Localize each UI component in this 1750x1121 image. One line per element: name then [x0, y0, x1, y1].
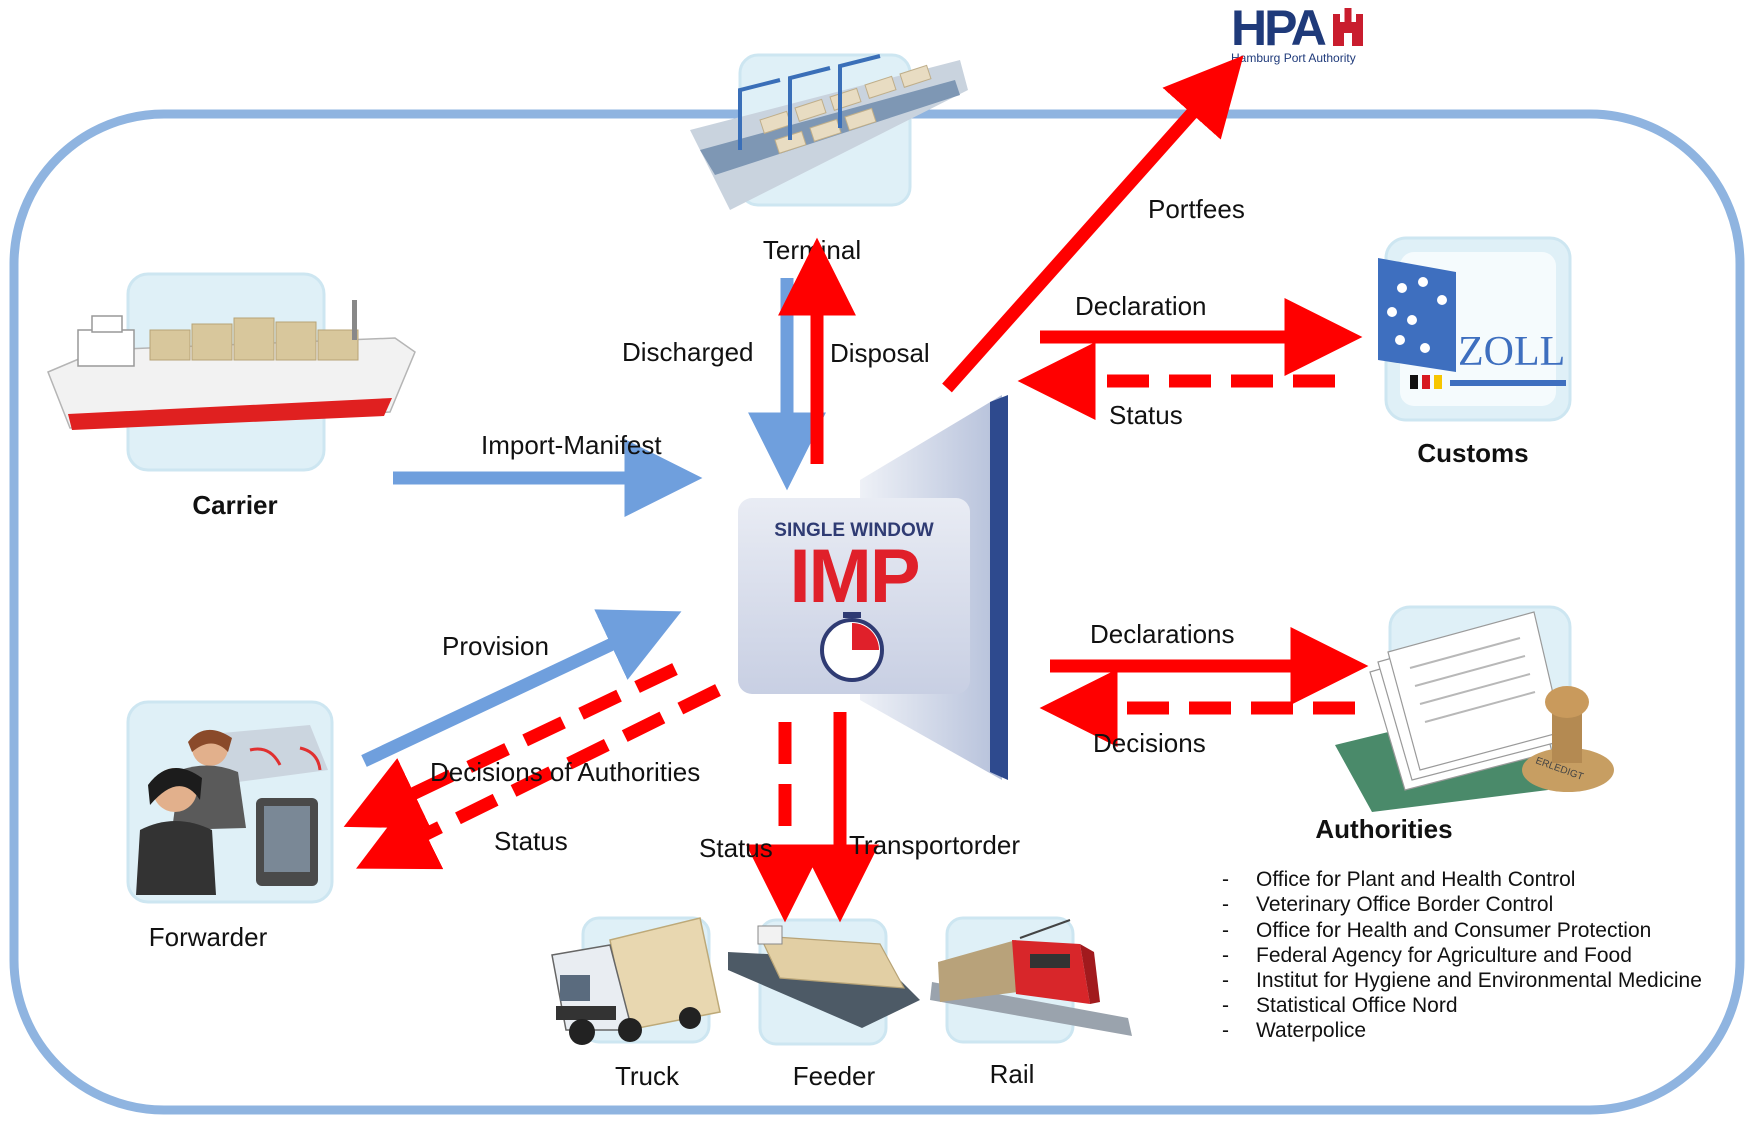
castle-icon: [1333, 8, 1363, 46]
truck-label: Truck: [615, 1061, 680, 1091]
imp-title-top: SINGLE WINDOW: [774, 520, 933, 541]
truck-icon: [551, 917, 721, 1045]
rail-label: Rail: [990, 1059, 1035, 1089]
list-dash: -: [1222, 969, 1229, 992]
customs-status-label: Status: [1109, 400, 1183, 430]
list-dash: -: [1222, 1019, 1229, 1042]
feeder-node: [728, 918, 920, 1046]
terminal-label: Terminal: [763, 235, 861, 265]
list-dash: -: [1222, 994, 1229, 1017]
declaration-label: Declaration: [1075, 291, 1207, 321]
hpa-logo-text: HPA: [1231, 0, 1326, 56]
import-manifest-label: Import-Manifest: [481, 430, 662, 460]
terminal-node: [690, 53, 968, 210]
terminal-ship-icon: [690, 54, 968, 210]
imp-title-main: IMP: [789, 534, 918, 619]
forwarder-status-label: Status: [494, 826, 568, 856]
imp-box: [738, 498, 970, 694]
carrier-node: [47, 272, 416, 472]
rail-node: [930, 916, 1132, 1044]
list-item: Federal Agency for Agriculture and Food: [1256, 944, 1632, 967]
hpa-logo-sub: Hamburg Port Authority: [1231, 51, 1356, 65]
stamp-icon: ERLEDIGT: [1522, 686, 1614, 792]
zoll-logo-text: ZOLL: [1458, 329, 1565, 375]
truck-node: [551, 916, 721, 1045]
list-item: Waterpolice: [1256, 1019, 1366, 1042]
list-item: Institut for Hygiene and Environmental M…: [1256, 969, 1702, 992]
discharged-label: Discharged: [622, 337, 754, 367]
list-dash: -: [1222, 944, 1229, 967]
disposal-label: Disposal: [830, 338, 930, 368]
single-window-imp: SINGLE WINDOW IMP: [738, 395, 1008, 780]
provision-label: Provision: [442, 631, 549, 661]
zoll-logo: ZOLL: [1378, 258, 1566, 389]
forwarder-people-icon: [136, 725, 328, 895]
carrier-ship-icon: [47, 300, 416, 430]
authorities-list: - Office for Plant and Health Control - …: [1222, 868, 1702, 1042]
list-item: Office for Health and Consumer Protectio…: [1256, 919, 1651, 942]
portfees-label: Portfees: [1148, 194, 1245, 224]
customs-node: ZOLL: [1378, 236, 1572, 422]
list-dash: -: [1222, 893, 1229, 916]
list-dash: -: [1222, 868, 1229, 891]
provision-arrow: [361, 609, 682, 767]
declarations-label: Declarations: [1090, 619, 1235, 649]
list-item: Office for Plant and Health Control: [1256, 868, 1575, 891]
decisions-label: Decisions: [1093, 728, 1206, 758]
decisions-of-authorities-label: Decisions of Authorities: [430, 757, 700, 787]
transport-status-label: Status: [699, 833, 773, 863]
feeder-label: Feeder: [793, 1061, 876, 1091]
decisions-of-authorities-arrow: [343, 663, 678, 829]
authorities-label: Authorities: [1315, 814, 1452, 844]
customs-label: Customs: [1417, 438, 1528, 468]
feeder-ship-icon: [728, 925, 920, 1028]
rail-train-icon: [930, 919, 1132, 1036]
stopwatch-icon: [820, 612, 884, 682]
list-dash: -: [1222, 919, 1229, 942]
authorities-node: ERLEDIGT: [1335, 605, 1614, 812]
carrier-label: Carrier: [192, 490, 277, 520]
documents-icon: ERLEDIGT: [1335, 611, 1614, 812]
hpa-logo: HPA Hamburg Port Authority: [1231, 0, 1363, 65]
transportorder-label: Transportorder: [849, 830, 1020, 860]
forwarder-node: [126, 700, 334, 904]
list-item: Statistical Office Nord: [1256, 994, 1458, 1017]
forwarder-label: Forwarder: [149, 922, 268, 952]
list-item: Veterinary Office Border Control: [1256, 893, 1553, 916]
forwarder-status-arrow: [356, 684, 721, 870]
imp-wedge-edge: [990, 395, 1008, 780]
portfees-arrow: [942, 55, 1244, 393]
